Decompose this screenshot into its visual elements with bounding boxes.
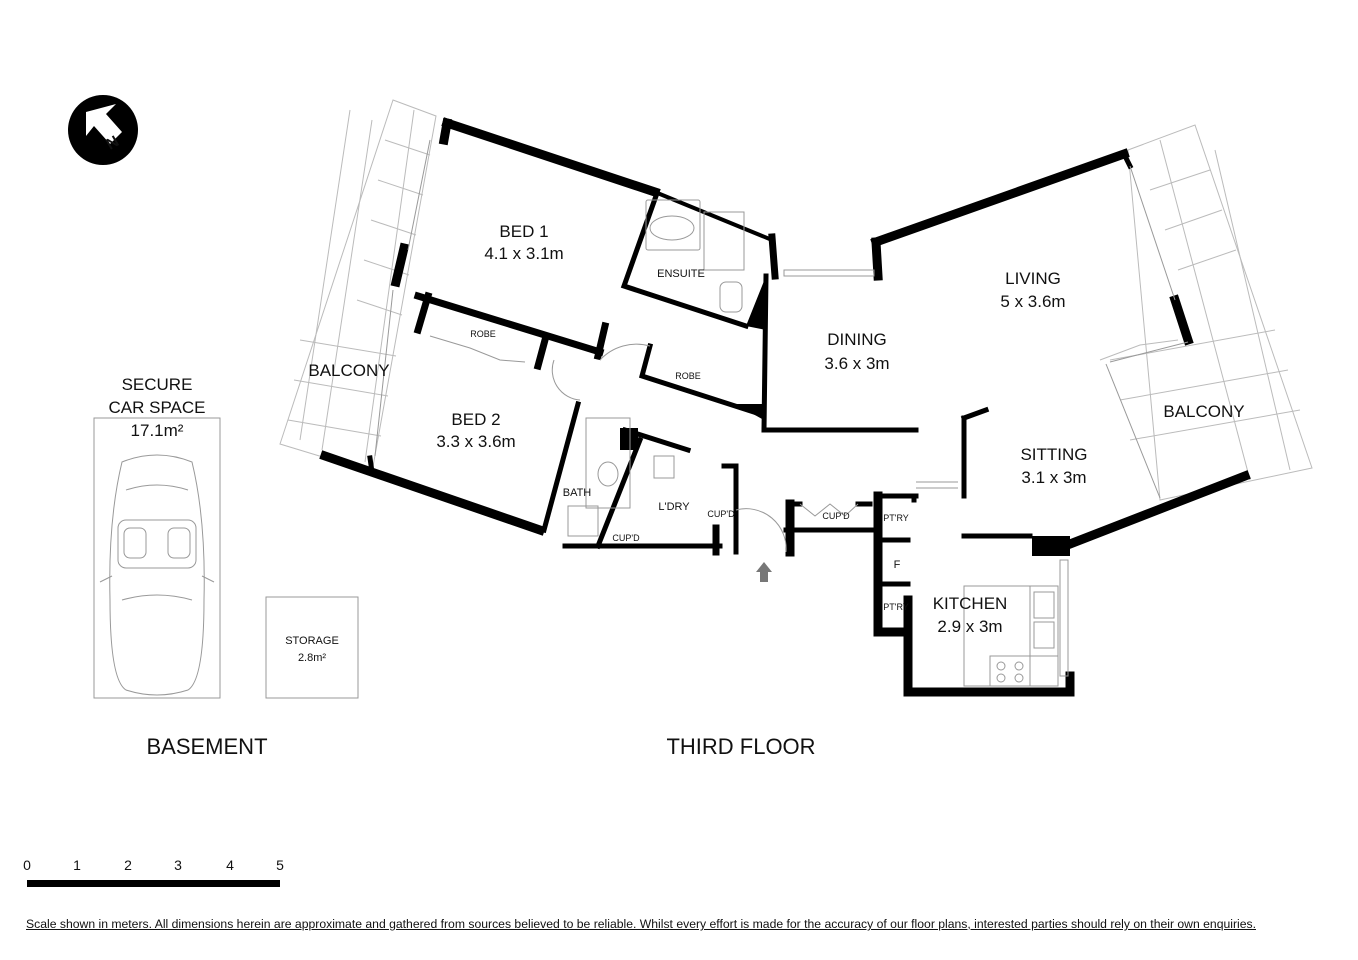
- room-labels: BED 1 4.1 x 3.1m ENSUITE ROBE ROBE BED 2…: [308, 222, 1244, 636]
- bed1-size: 4.1 x 3.1m: [484, 244, 563, 263]
- sitting-name: SITTING: [1020, 445, 1087, 464]
- ensuite-name: ENSUITE: [657, 268, 705, 280]
- car-space-area: 17.1m²: [131, 421, 184, 440]
- windows-and-fixtures: [374, 139, 1189, 687]
- storage-area: 2.8m²: [298, 652, 326, 664]
- basement-section: SECURE CAR SPACE 17.1m² STORAGE 2.8m² BA…: [93, 375, 359, 759]
- scale-tick-5: 5: [276, 857, 284, 873]
- dining-size: 3.6 x 3m: [824, 354, 889, 373]
- scale-tick-0: 0: [23, 857, 31, 873]
- cupd2-name: CUP'D: [612, 533, 640, 543]
- robe2-name: ROBE: [675, 371, 701, 381]
- living-name: LIVING: [1005, 269, 1061, 288]
- robe1-name: ROBE: [470, 329, 496, 339]
- ptry2-name: PT'RY: [883, 602, 909, 612]
- kitchen-size: 2.9 x 3m: [937, 617, 1002, 636]
- walls-left-wing: [319, 117, 779, 556]
- disclaimer-text: Scale shown in meters. All dimensions he…: [26, 917, 1256, 931]
- cupd1-name: CUP'D: [707, 509, 735, 519]
- bed2-size: 3.3 x 3.6m: [436, 432, 515, 451]
- kitchen-name: KITCHEN: [933, 594, 1008, 613]
- bed1-name: BED 1: [499, 222, 548, 241]
- balcony-right-name: BALCONY: [1163, 402, 1244, 421]
- dining-name: DINING: [827, 330, 887, 349]
- balcony-left-area: [279, 99, 437, 473]
- entry-arrow-icon: [756, 562, 772, 582]
- cupd3-name: CUP'D: [822, 511, 850, 521]
- storage-name: STORAGE: [285, 635, 339, 647]
- scale-tick-2: 2: [124, 857, 132, 873]
- scale-tick-1: 1: [73, 857, 81, 873]
- fridge-name: F: [894, 559, 901, 571]
- north-compass-icon: N: [68, 95, 138, 165]
- bath-name: BATH: [563, 487, 592, 499]
- scale-bar: 0 1 2 3 4 5: [23, 857, 284, 887]
- walls-right-wing: [761, 148, 1251, 697]
- basement-title: BASEMENT: [146, 734, 267, 759]
- scale-tick-4: 4: [226, 857, 234, 873]
- car-icon: [99, 454, 215, 696]
- balcony-right-area: [1099, 124, 1313, 501]
- third-floor-title: THIRD FLOOR: [666, 734, 815, 759]
- bed2-name: BED 2: [451, 410, 500, 429]
- car-space-line2: CAR SPACE: [109, 398, 206, 417]
- ptry1-name: PT'RY: [883, 513, 909, 523]
- laundry-name: L'DRY: [658, 501, 690, 513]
- car-space-line1: SECURE: [122, 375, 193, 394]
- sitting-size: 3.1 x 3m: [1021, 468, 1086, 487]
- scale-tick-3: 3: [174, 857, 182, 873]
- living-size: 5 x 3.6m: [1000, 292, 1065, 311]
- balcony-left-name: BALCONY: [308, 361, 389, 380]
